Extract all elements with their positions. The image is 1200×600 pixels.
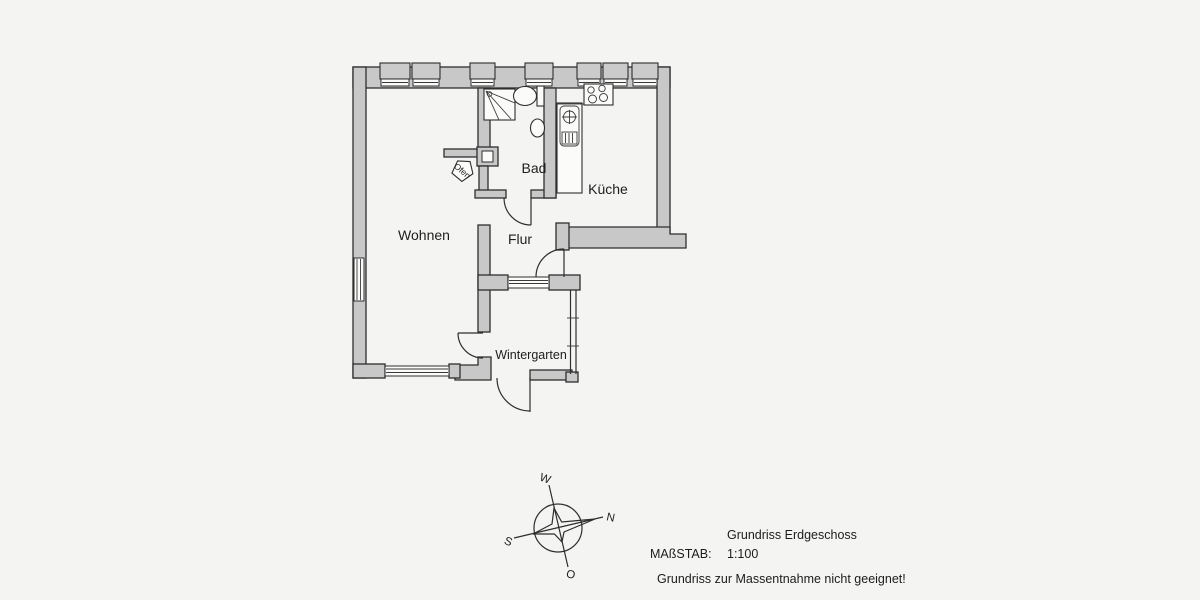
toilet-icon [512,85,545,107]
wall-wohnen-bottom-left [352,363,386,379]
room-label-kueche: Küche [588,181,628,197]
window-flur-wintergarten [507,276,550,289]
washbasin-icon [529,118,546,138]
kitchen-sink-icon [556,102,583,194]
window-left [353,257,365,302]
compass-label-o: O [565,568,576,582]
chimney-flue [481,150,494,163]
room-label-wintergarten: Wintergarten [495,348,567,362]
wall-step-piece [454,356,492,381]
glass-wall-wintergarten [567,290,579,374]
wall-kitchen-bottom [556,226,687,249]
scale-label: MAßSTAB: [650,547,712,561]
footer: Grundriss Erdgeschoss MAßSTAB: 1:100 Gru… [650,528,906,586]
wall-wintergarten-top-right [548,274,581,291]
compass-label-s: S [502,535,514,549]
wall-bad-kueche [543,87,557,199]
wall-wintergarten-corner [565,371,579,383]
compass-axis-wo [548,484,569,568]
oven-symbol: Ofen [451,160,474,183]
plan-title: Grundriss Erdgeschoss [727,528,857,542]
scale-value: 1:100 [727,547,758,561]
window-row-top [379,62,659,87]
wall-entry-jamb [555,222,570,251]
room-label-bad: Bad [522,160,547,176]
compass-label-w: W [538,472,552,487]
compass-label-n: N [605,511,616,524]
doors [457,197,565,412]
door-arc-bad [503,197,532,226]
compass-circle [533,503,583,553]
wall-wohnen-bad-lower [478,165,489,193]
wall-wintergarten-top-left [477,274,509,291]
wall-wohnen-bottom-right [448,363,461,379]
wall-stub-ofen [443,148,479,158]
windows [353,62,659,377]
compass-needle [532,506,596,544]
wall-right [656,66,671,235]
shower-icon [483,88,516,121]
room-label-flur: Flur [508,231,532,247]
door-arc-wintergarten-exterior [496,377,531,412]
walls [352,66,687,383]
disclaimer-text: Grundriss zur Massentnahme nicht geeigne… [657,572,906,586]
wall-bad-bottom-left [474,189,507,199]
compass-rose: W N S O [502,472,616,582]
door-arc-wintergarten-wohnen [457,332,484,359]
room-labels: Wohnen Bad Küche Flur Wintergarten [398,160,628,362]
window-wohnen-bottom [384,365,450,377]
wall-left [352,66,367,379]
door-arc-entrance [535,248,565,278]
room-label-wohnen: Wohnen [398,227,450,243]
fixtures: Ofen [451,83,614,194]
stove-icon [583,83,614,106]
kitchen-counter [555,87,585,105]
